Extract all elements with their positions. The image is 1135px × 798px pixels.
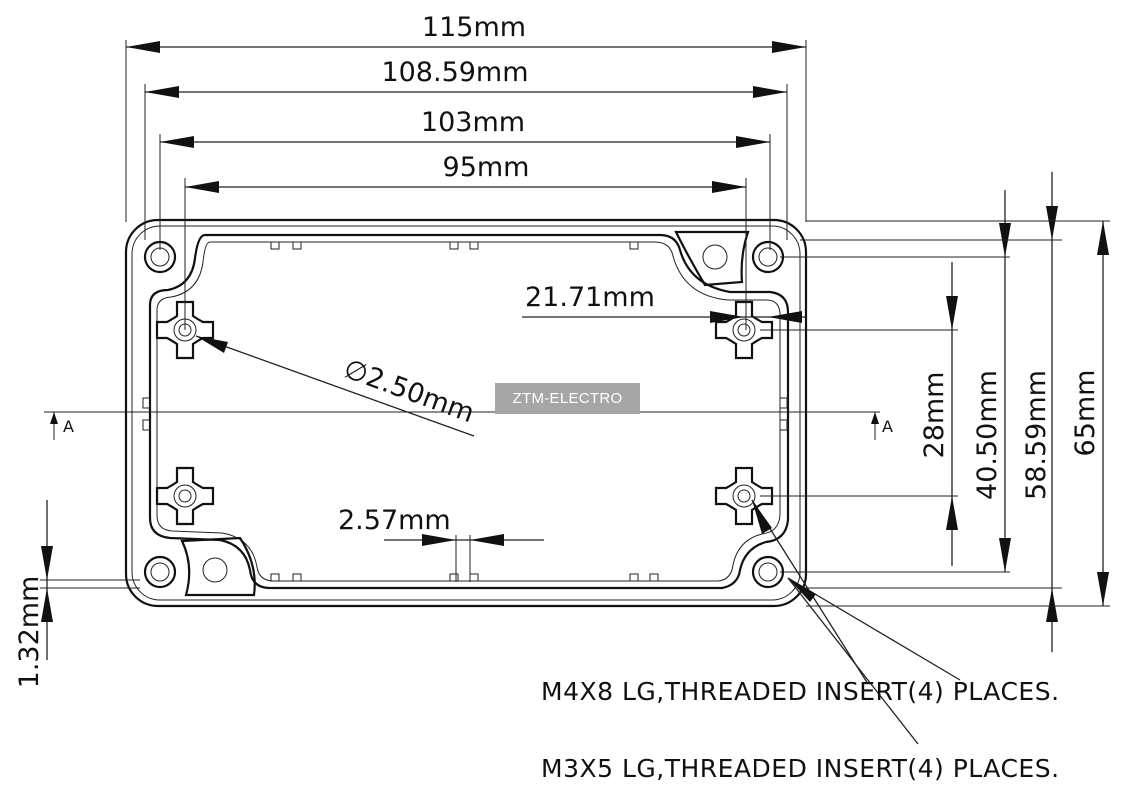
label-overall-width: 115mm: [422, 12, 526, 43]
dim-overall-width: 115mm: [125, 12, 807, 222]
pcb-mounting-bosses: [155, 300, 774, 526]
dim-hole-diameter: ∅2.50mm: [195, 335, 479, 437]
label-flange-height: 58.59mm: [1021, 370, 1052, 500]
dim-insert-spacing-y: 28mm: [760, 262, 958, 566]
watermark-badge: ZTM-ELECTRO: [495, 383, 640, 414]
note-m3-insert: M3X5 LG,THREADED INSERT(4) PLACES.: [541, 754, 1060, 783]
section-line-a: A A: [44, 411, 893, 440]
label-insert-offset: 21.71mm: [525, 282, 655, 313]
dim-flange-width: 108.59mm: [144, 57, 788, 240]
label-insert-spacing-y: 28mm: [919, 372, 950, 459]
dim-inner-width: 103mm: [159, 107, 771, 250]
enclosure-outline: [124, 218, 808, 608]
dim-wall-offset: 1.32mm: [14, 500, 140, 688]
section-label-left: A: [63, 417, 74, 436]
label-flange-width: 108.59mm: [381, 57, 528, 88]
label-inner-width: 103mm: [421, 107, 525, 138]
dim-rib-gap: 2.57mm: [338, 505, 544, 582]
section-label-right: A: [882, 417, 893, 436]
label-rib-gap: 2.57mm: [338, 505, 451, 536]
label-wall-offset: 1.32mm: [14, 576, 45, 689]
label-hole-diameter: ∅2.50mm: [340, 353, 479, 429]
dim-hole-spacing-x: 95mm: [184, 152, 747, 330]
label-hole-spacing-x: 95mm: [443, 152, 530, 183]
wall-ribs: [142, 241, 788, 582]
note-m4-insert: M4X8 LG,THREADED INSERT(4) PLACES.: [541, 677, 1060, 706]
hinge-bosses: [180, 230, 750, 597]
note-leaders: [751, 499, 961, 745]
label-hole-spacing-y: 40.50mm: [972, 370, 1003, 500]
diameter-value: 2.50mm: [362, 361, 479, 429]
dim-hole-spacing-y: 40.50mm: [780, 190, 1011, 573]
label-overall-height: 65mm: [1070, 370, 1101, 457]
dim-overall-height: 65mm: [806, 220, 1110, 607]
dim-insert-offset: 21.71mm: [522, 282, 805, 323]
dim-flange-height: 58.59mm: [800, 172, 1062, 652]
